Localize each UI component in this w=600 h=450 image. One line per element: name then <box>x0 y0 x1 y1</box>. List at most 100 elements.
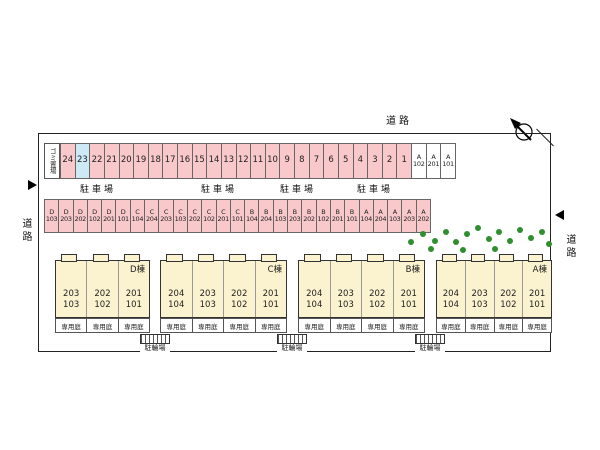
gardens-A: 専用庭専用庭専用庭専用庭 <box>436 318 552 333</box>
building-B-label: B棟 <box>405 265 420 275</box>
private-garden: 専用庭 <box>160 318 193 333</box>
unit-entry-step <box>166 254 183 262</box>
private-garden: 専用庭 <box>224 318 256 333</box>
bicycle-parking-2: 駐輪場 <box>277 334 307 353</box>
room-number: 204 <box>442 288 459 299</box>
room-number: 102 <box>231 299 248 310</box>
tree-icon <box>460 247 466 253</box>
room-number: 103 <box>199 299 216 310</box>
private-garden: 専用庭 <box>87 318 119 333</box>
road-label-left: 道路 <box>20 218 31 244</box>
parking-space-15: 15 <box>192 143 208 179</box>
parking-space-7: 7 <box>309 143 325 179</box>
room-number: 202 <box>369 288 386 299</box>
private-garden: 専用庭 <box>393 318 425 333</box>
tree-icon <box>420 231 426 237</box>
garbage-area: ゴミ置場 <box>44 143 60 179</box>
gardens-B: 専用庭専用庭専用庭専用庭 <box>298 318 425 333</box>
unit-entry-step <box>92 254 109 262</box>
room-number: 104 <box>168 299 185 310</box>
tree-icon <box>443 229 449 235</box>
room-number: 102 <box>369 299 386 310</box>
room-number: 102 <box>500 299 517 310</box>
bicycle-parking-label: 駐輪場 <box>277 344 307 353</box>
compass-icon <box>510 118 533 141</box>
room-number: 104 <box>306 299 323 310</box>
parking-space-14: 14 <box>207 143 222 179</box>
parking-space-8: 8 <box>295 143 310 179</box>
room-number: 203 <box>471 288 488 299</box>
unit-entry-step <box>398 254 415 262</box>
tree-icon <box>546 241 552 247</box>
room-number: 103 <box>471 299 488 310</box>
parking-lot-label-2: 駐車場 <box>201 185 238 195</box>
tree-icon <box>428 246 434 252</box>
private-garden: 専用庭 <box>255 318 287 333</box>
tree-icon <box>492 246 498 252</box>
entrance-arrow-left-icon <box>28 180 37 190</box>
unit-entry-step <box>304 254 321 262</box>
private-garden: 専用庭 <box>436 318 466 333</box>
room-number: 202 <box>94 288 111 299</box>
room-number: 103 <box>337 299 354 310</box>
parking-space-18: 18 <box>148 143 164 179</box>
parking-space-9: 9 <box>280 143 295 179</box>
unit-entry-step <box>528 254 543 262</box>
parking-space-6: 6 <box>324 143 339 179</box>
unit-entry-step <box>335 254 352 262</box>
unit-entry-step <box>61 254 78 262</box>
tree-icon <box>453 239 459 245</box>
parking-space-22: 22 <box>90 143 105 179</box>
bicycle-rack-icon <box>277 334 307 344</box>
bicycle-parking-3: 駐輪場 <box>415 334 445 353</box>
entrance-arrow-right-icon <box>555 210 564 220</box>
private-garden: 専用庭 <box>118 318 150 333</box>
parking-lot-label-1: 駐車場 <box>80 185 117 195</box>
unit-entry-step <box>260 254 277 262</box>
room-number: 103 <box>63 299 80 310</box>
room-number: 201 <box>529 288 546 299</box>
parking-lot-label-3: 駐車場 <box>280 185 317 195</box>
tree-icon <box>496 229 502 235</box>
bicycle-parking-label: 駐輪場 <box>140 344 170 353</box>
room-number: 101 <box>529 299 546 310</box>
tree-icon <box>528 235 534 241</box>
building-C-label: C棟 <box>267 265 282 275</box>
unit-entry-step <box>441 254 457 262</box>
unit-entry-step <box>499 254 515 262</box>
unit-entry-step <box>124 254 141 262</box>
unit-entry-step <box>367 254 384 262</box>
parking-lot-label-4: 駐車場 <box>357 185 394 195</box>
gardens-C: 専用庭専用庭専用庭専用庭 <box>160 318 287 333</box>
building-A-label: A棟 <box>532 265 547 275</box>
